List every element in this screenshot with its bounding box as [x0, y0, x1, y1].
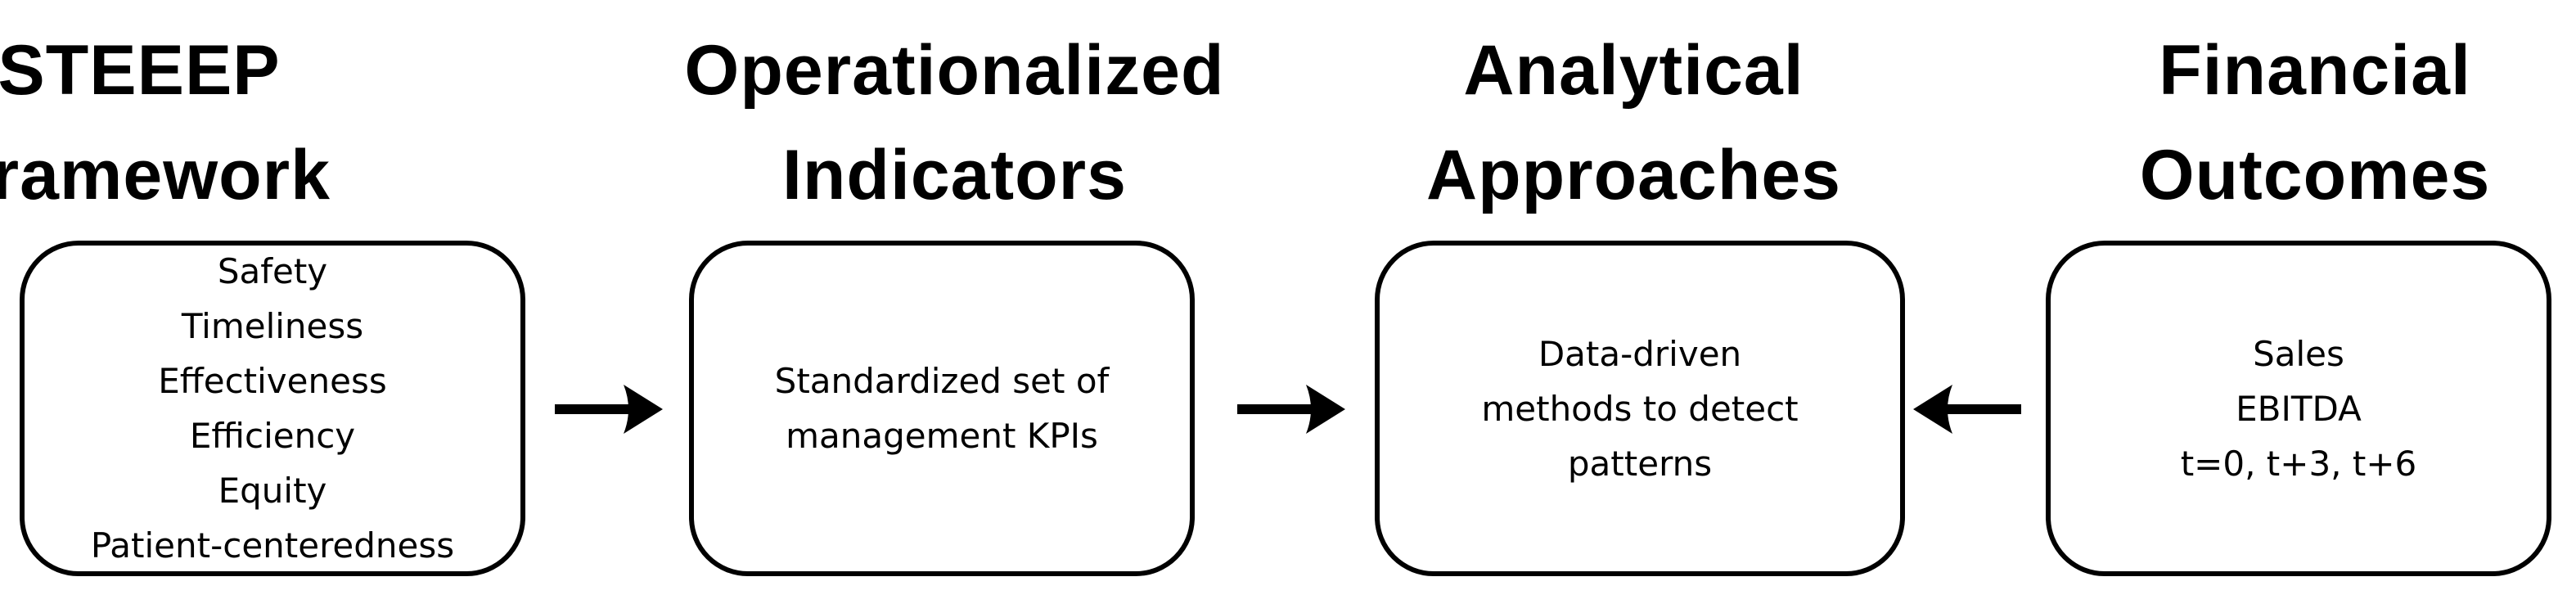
title-line: Financial — [2159, 31, 2471, 110]
box-line: Equity — [218, 471, 327, 511]
box-line: Effectiveness — [158, 361, 387, 401]
box-line: patterns — [1567, 443, 1713, 484]
column-steeep-framework: STEEEP Framework — [0, 0, 606, 613]
financial-outcomes-title: Financial Outcomes — [2062, 18, 2568, 228]
box-line: Sales — [2253, 333, 2344, 374]
box-line: t=0, t+3, t+6 — [2180, 443, 2417, 484]
title-line: Approaches — [1425, 136, 1842, 214]
box-line: Efficiency — [189, 416, 356, 456]
box-line: management KPIs — [786, 416, 1098, 456]
box-line: Patient-centeredness — [90, 525, 455, 566]
title-line: Framework — [0, 136, 331, 214]
box-line: Safety — [217, 251, 328, 291]
title-line: Analytical — [1463, 31, 1804, 110]
title-line: Indicators — [782, 136, 1127, 214]
right-arrow-icon — [1237, 385, 1345, 434]
box-line: Timeliness — [181, 306, 364, 346]
analytical-approaches-box: Data-driven methods to detect patterns — [1375, 241, 1905, 576]
analytical-approaches-title: Analytical Approaches — [1383, 18, 1885, 228]
box-line: Data-driven — [1538, 333, 1742, 374]
box-line: methods to detect — [1481, 388, 1799, 429]
operationalized-indicators-title: Operationalized Indicators — [634, 18, 1275, 228]
box-line: EBITDA — [2236, 388, 2362, 429]
title-line: Operationalized — [684, 31, 1225, 110]
title-line: STEEEP — [0, 31, 281, 110]
steeep-framework-box: Safety Timeliness Effectiveness Efficien… — [20, 241, 525, 576]
steeep-framework-title: STEEEP Framework — [0, 18, 344, 228]
right-arrow-icon — [555, 385, 663, 434]
operationalized-indicators-box: Standardized set of management KPIs — [689, 241, 1195, 576]
box-line: Standardized set of — [774, 361, 1110, 401]
left-arrow-icon — [1913, 385, 2021, 434]
financial-outcomes-box: Sales EBITDA t=0, t+3, t+6 — [2046, 241, 2551, 576]
title-line: Outcomes — [2139, 136, 2491, 214]
